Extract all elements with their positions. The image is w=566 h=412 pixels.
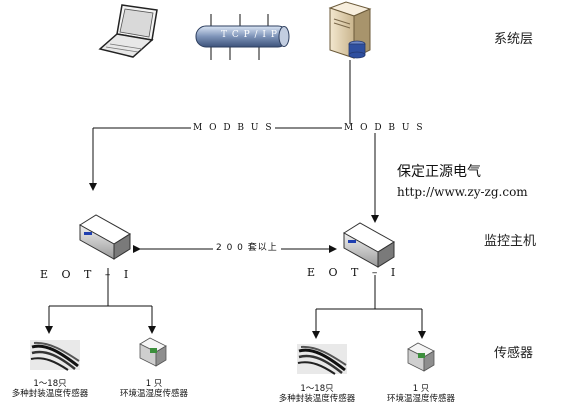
system-layer-label: 系统层 (494, 32, 534, 47)
temperature-sensor-right-icon (297, 344, 347, 375)
temp-sensor-left-desc: 多种封装温度传感器 (11, 389, 89, 399)
laptop-icon (98, 4, 158, 58)
temperature-sensor-left-icon (30, 340, 80, 371)
temp-sensor-right-count: 1～18只 (300, 384, 334, 394)
sensor-layer-label: 传感器 (494, 346, 534, 361)
modbus-label-left: M O D B U S (191, 123, 276, 133)
server-icon (328, 1, 372, 59)
eot-host-left-icon (79, 214, 131, 260)
tcpip-label: T C P / I P (221, 30, 278, 40)
humidity-sensor-right-icon (407, 342, 435, 372)
env-sensor-right-count: 1 只 (412, 384, 430, 394)
sensor-tree-left (45, 268, 156, 334)
company-url: http://www.zy-zg.com (397, 185, 528, 199)
temp-sensor-left-caption: 1～18只 多种封装温度传感器 (0, 379, 100, 399)
monitor-layer-label: 监控主机 (484, 234, 537, 249)
env-sensor-left-caption: 1 只 环境温湿度传感器 (104, 379, 204, 399)
sets-note: 2 0 0 套以上 (213, 244, 281, 253)
eot-host-right-icon (343, 222, 395, 268)
temp-sensor-right-desc: 多种封装温度传感器 (278, 394, 356, 404)
company-name: 保定正源电气 (397, 164, 481, 180)
modbus-label-right: M O D B U S (342, 123, 427, 133)
env-sensor-left-count: 1 只 (145, 379, 163, 389)
temp-sensor-left-count: 1～18只 (33, 379, 67, 389)
humidity-sensor-left-icon (139, 337, 167, 367)
sensor-tree-right (312, 275, 426, 339)
env-sensor-right-caption: 1 只 环境温湿度传感器 (366, 384, 476, 404)
host-label-left: E O T – I (40, 268, 134, 281)
temp-sensor-right-caption: 1～18只 多种封装温度传感器 (267, 384, 367, 404)
modbus-lines (89, 60, 379, 223)
tcpip-network-icon (195, 14, 290, 60)
host-label-right: E O T – I (307, 266, 401, 279)
env-sensor-left-desc: 环境温湿度传感器 (119, 389, 188, 399)
env-sensor-right-desc: 环境温湿度传感器 (386, 394, 455, 404)
